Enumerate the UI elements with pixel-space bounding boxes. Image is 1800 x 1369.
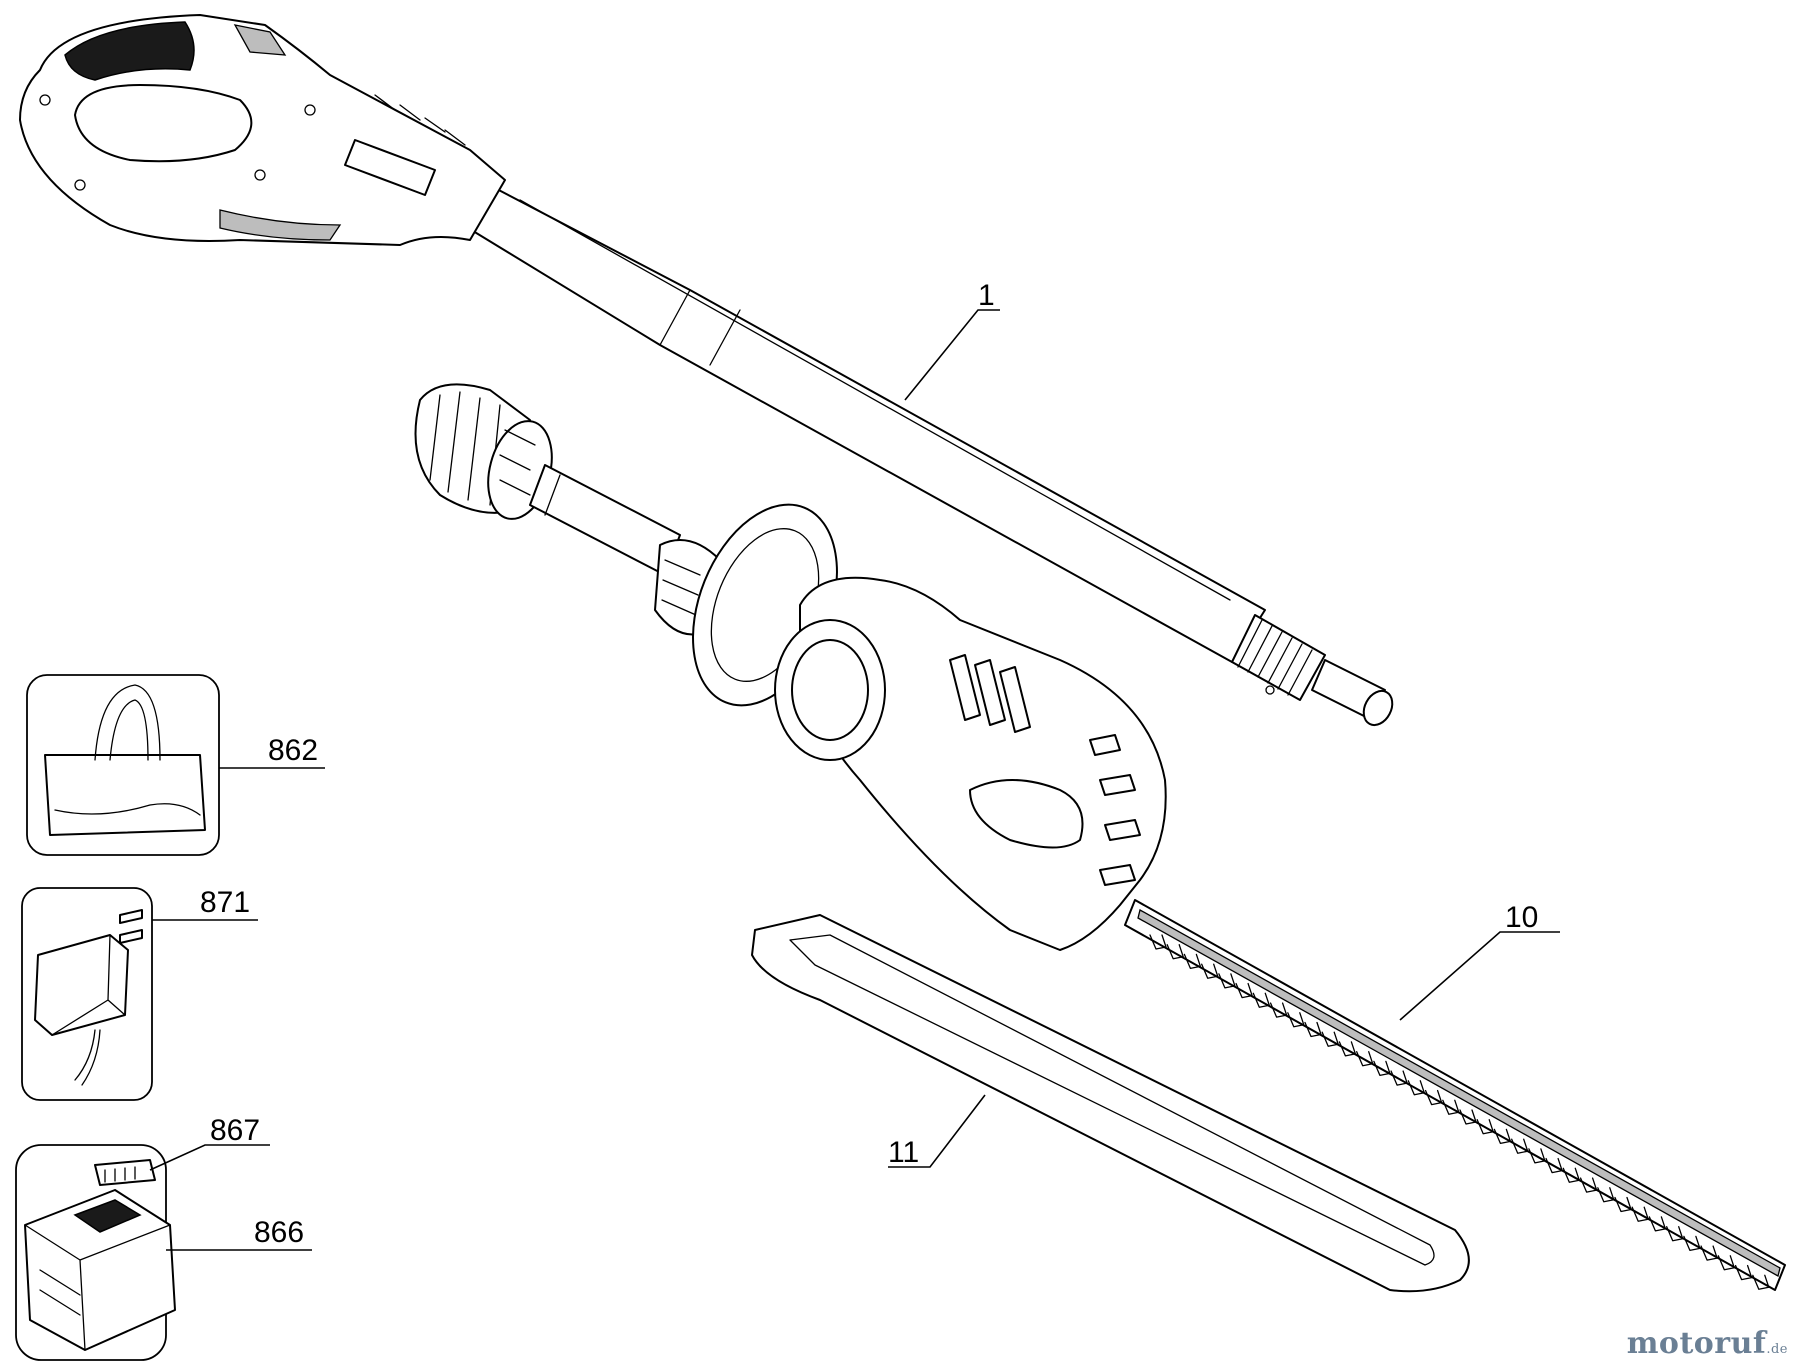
part-label-10: 10 bbox=[1505, 901, 1538, 934]
leader-1 bbox=[904, 309, 1000, 401]
blade-assembly bbox=[1124, 899, 1786, 1291]
part-label-11: 11 bbox=[888, 1136, 919, 1169]
part-label-1: 1 bbox=[978, 279, 995, 312]
part-label-866: 866 bbox=[254, 1216, 304, 1249]
charger-box bbox=[21, 887, 153, 1101]
blade-cover bbox=[751, 914, 1470, 1293]
part-label-867: 867 bbox=[210, 1114, 260, 1147]
leader-867 bbox=[149, 1144, 270, 1171]
watermark: motoruf.de bbox=[1627, 1326, 1788, 1361]
leader-11 bbox=[888, 1094, 986, 1168]
battery-box bbox=[15, 1144, 176, 1361]
part-labels: 1 10 11 862 871 867 866 bbox=[200, 279, 1538, 1249]
handle-pole-assembly bbox=[19, 14, 1394, 727]
leader-10 bbox=[1399, 931, 1560, 1021]
bag-box bbox=[26, 674, 220, 856]
watermark-tld: .de bbox=[1766, 1342, 1788, 1357]
part-label-871: 871 bbox=[200, 886, 250, 919]
watermark-text: motoruf bbox=[1626, 1326, 1767, 1361]
part-label-862: 862 bbox=[268, 734, 318, 767]
motor-head-assembly bbox=[414, 383, 1167, 951]
leader-lines bbox=[149, 309, 1560, 1251]
